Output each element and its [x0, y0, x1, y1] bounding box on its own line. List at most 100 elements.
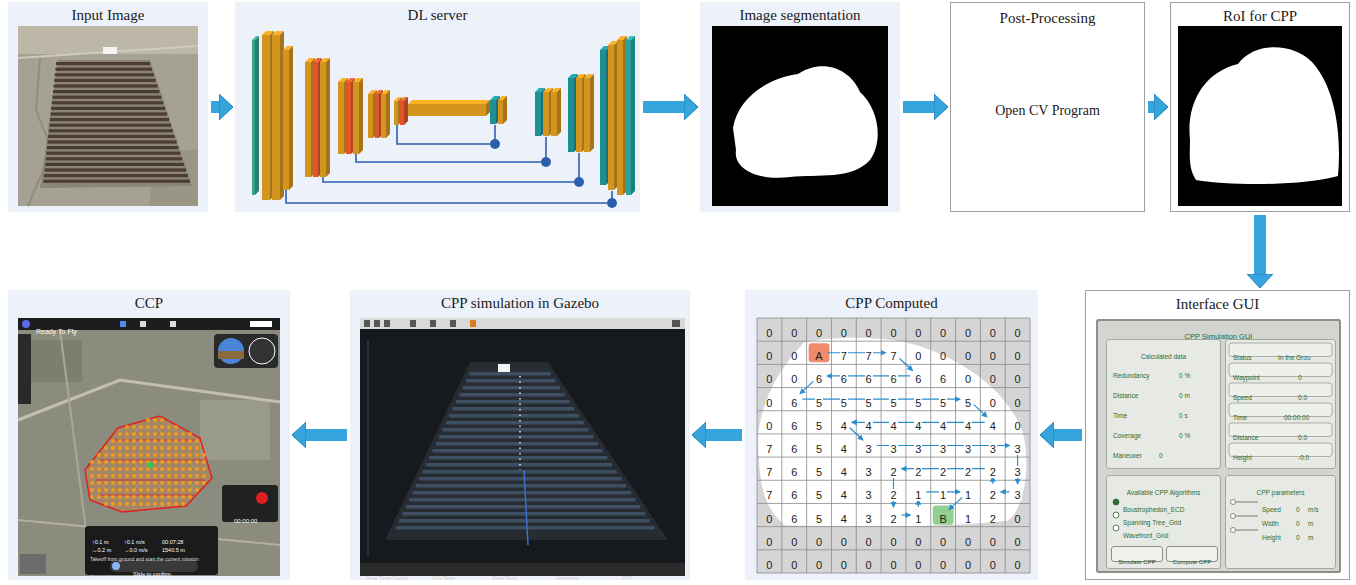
- unet-model: [541, 157, 551, 167]
- solar-panel-rows: [399, 519, 650, 523]
- grid-cell-value: 0: [1014, 559, 1022, 571]
- mission-points: [146, 439, 150, 443]
- text-slot: Speed: [1262, 498, 1281, 516]
- mission-points: [118, 453, 122, 457]
- screen-text: 00:00:00: [234, 518, 257, 524]
- mission-points: [139, 467, 143, 471]
- cpp-grid: [757, 573, 1030, 574]
- satellite-image: [18, 26, 198, 206]
- grid-cell-value: 5: [815, 489, 823, 501]
- mission-points: [202, 467, 206, 471]
- panel-heading: CCP: [135, 295, 163, 311]
- cpp-grid: [899, 358, 912, 370]
- text-slot: 2: [980, 509, 1005, 527]
- mission-points: [118, 439, 122, 443]
- grid-cell-value: 0: [865, 327, 873, 339]
- grid-cell-value: 0: [1014, 513, 1022, 525]
- unet-model: [631, 36, 635, 195]
- text-slot: Height: [1262, 526, 1281, 544]
- unet-model: [578, 153, 580, 177]
- gui-text: Wavefront_Grid: [1123, 532, 1168, 539]
- grid-cell-value: 0: [765, 536, 773, 548]
- grid-cell-value: 6: [790, 513, 798, 525]
- panel-fill: [950, 2, 1145, 212]
- solar-panel-rows: [432, 449, 602, 453]
- gui-group: Calculated dataRedundancy0 %Distance0 mT…: [1106, 339, 1221, 469]
- grid-cell-value: 4: [840, 466, 848, 478]
- solar-panel-rows: [43, 180, 190, 183]
- gui-text: In the Grou: [1278, 354, 1311, 361]
- gazebo-screenshot: [470, 320, 476, 327]
- gui-decoration: [1232, 529, 1258, 530]
- grid-cell-value: 0: [939, 536, 947, 548]
- text-slot: 1: [931, 485, 956, 503]
- mission-points: [153, 439, 157, 443]
- text-slot: 0: [1298, 366, 1302, 384]
- text-slot: 5: [881, 393, 906, 411]
- solar-panel-rows: [55, 68, 151, 71]
- text-slot: 0: [782, 323, 807, 341]
- grid-cell-value: 0: [964, 350, 972, 362]
- grid-cell-value: 3: [1014, 443, 1022, 455]
- grid-cell-value: 6: [889, 373, 897, 385]
- mission-points: [174, 460, 178, 464]
- mission-points: [174, 495, 178, 499]
- grid-cell-value: 0: [765, 559, 773, 571]
- mission-points: [160, 432, 164, 436]
- text-slot: 6: [782, 462, 807, 480]
- gui-text: Maneuver: [1113, 452, 1142, 459]
- solar-panel-rows: [419, 477, 621, 481]
- cpp-grid: [827, 352, 885, 353]
- mission-points: [188, 432, 192, 436]
- text-slot: 0: [856, 532, 881, 550]
- mission-points: [118, 502, 122, 506]
- text-slot: 5: [931, 393, 956, 411]
- grid-cell-value: 0: [989, 536, 997, 548]
- text-slot: ↑0.1 m/s: [124, 530, 145, 548]
- panel-fill: [8, 2, 208, 212]
- mission-points: [181, 495, 185, 499]
- qgc-screenshot: [140, 321, 146, 327]
- mission-points: [90, 488, 94, 492]
- grid-cell-value: 3: [865, 443, 873, 455]
- gui-decoration: [1232, 501, 1258, 502]
- mission-points: [90, 474, 94, 478]
- gui-decoration: [1231, 514, 1236, 519]
- text-slot: 5: [807, 439, 832, 457]
- qgc-screenshot: [218, 351, 244, 359]
- text-slot: 0: [757, 532, 782, 550]
- panel-heading: RoI for CPP: [1223, 8, 1297, 24]
- text-slot: 1540.5 m: [162, 538, 185, 556]
- mission-points: [160, 488, 164, 492]
- gui-text: CPP parameters: [1257, 489, 1305, 496]
- grid-cell-value: 0: [1014, 327, 1022, 339]
- mission-points: [139, 481, 143, 485]
- text-slot: 4: [881, 416, 906, 434]
- unet-model: [381, 94, 386, 138]
- satellite-image: [40, 60, 192, 188]
- mission-points: [167, 432, 171, 436]
- grid-cell-value: 0: [765, 420, 773, 432]
- mission-points: [90, 418, 206, 506]
- panel-fill: [1085, 290, 1350, 580]
- text-slot: 0: [906, 346, 931, 364]
- grid-cell-value: 4: [939, 420, 947, 432]
- gazebo-screenshot: [360, 318, 685, 329]
- text-slot: 0: [856, 323, 881, 341]
- grid-cell-value: 0: [765, 327, 773, 339]
- cpp-grid: [831, 318, 832, 573]
- gui-text: 0: [1159, 452, 1163, 459]
- solar-panel-rows: [56, 62, 150, 65]
- text-slot: 1: [906, 485, 931, 503]
- text-slot: Distance: [1113, 384, 1138, 402]
- mission-points: [153, 488, 157, 492]
- text-slot: 0: [980, 369, 1005, 387]
- text-slot: 4: [831, 509, 856, 527]
- text-slot: 0: [980, 346, 1005, 364]
- cpp-grid: [974, 405, 987, 417]
- text-slot: 0: [931, 532, 956, 550]
- gui-text: 0: [1298, 374, 1302, 381]
- text-slot: Width: [1262, 512, 1279, 530]
- qgc-screenshot: [170, 321, 176, 327]
- gui-text: 0.0: [1298, 434, 1307, 441]
